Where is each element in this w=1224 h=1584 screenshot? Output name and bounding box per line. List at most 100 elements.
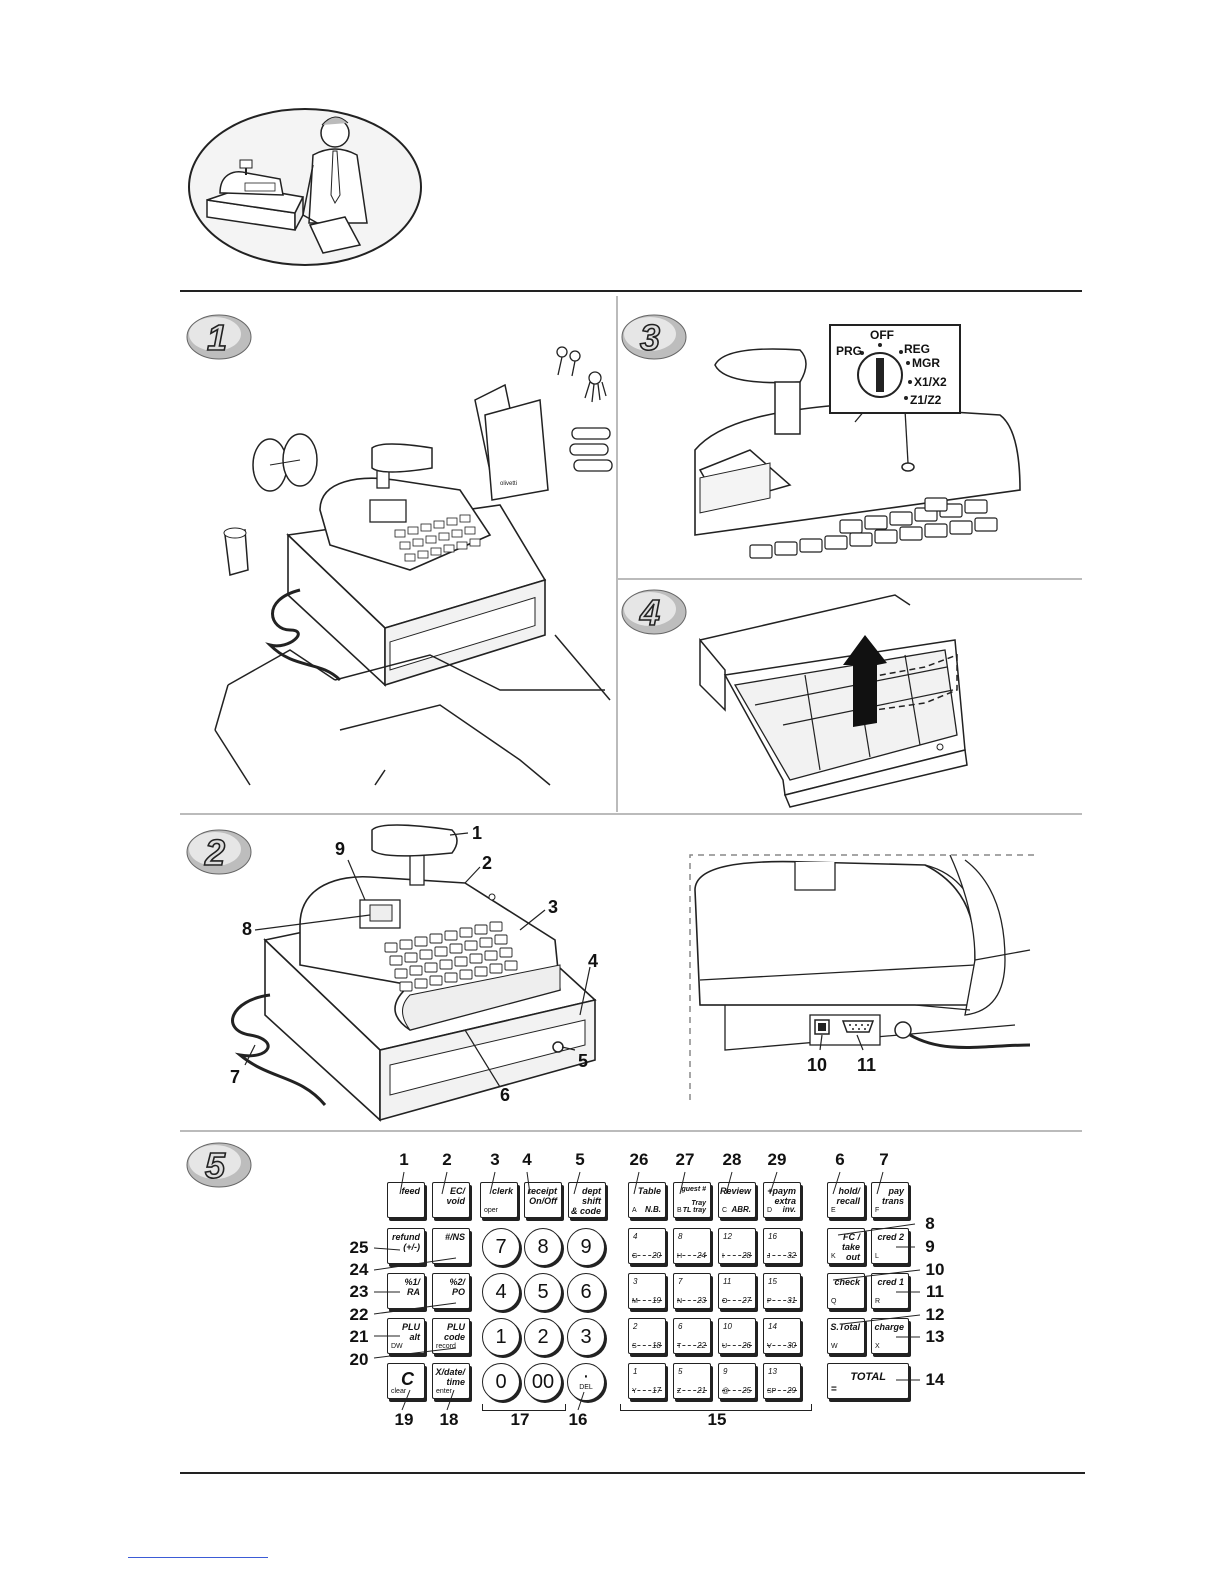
panel-divider-row3 <box>180 1130 1082 1132</box>
receipt-onoff-key[interactable]: receipt On/Off <box>524 1182 562 1218</box>
svg-text:9: 9 <box>335 839 345 859</box>
num-key-6[interactable]: 6 <box>567 1273 605 1311</box>
key-callout: 6 <box>835 1150 845 1169</box>
panel-divider-row2 <box>180 813 1082 815</box>
bottom-divider <box>180 1472 1085 1474</box>
keyboard-layout: 1 2 3 4 5 26 27 28 29 6 7 25 24 23 22 21… <box>330 1140 970 1440</box>
svg-text:PRG: PRG <box>836 344 862 358</box>
ec-void-key[interactable]: EC/ void <box>432 1182 470 1218</box>
dept-bracket <box>620 1404 812 1411</box>
key-callout: 27 <box>675 1150 695 1169</box>
ports-illustration: 10 11 <box>689 854 1035 1100</box>
key-callout: 2 <box>442 1150 452 1169</box>
key-callout: 20 <box>349 1350 369 1369</box>
step-badge-3: 3 <box>621 314 687 360</box>
key-callout: 10 <box>925 1260 945 1279</box>
key-callout: 8 <box>925 1214 935 1233</box>
feed-key[interactable]: feed <box>387 1182 425 1218</box>
percent2-po-key[interactable]: %2/ PO <box>432 1273 470 1309</box>
svg-text:Z1/Z2: Z1/Z2 <box>910 393 942 407</box>
num-key-5[interactable]: 5 <box>524 1273 562 1311</box>
del-label: DEL <box>579 1384 593 1391</box>
key-callout: 14 <box>925 1370 945 1389</box>
dept-key[interactable]: 9@25 <box>718 1363 756 1399</box>
percent1-ra-key[interactable]: %1/ RA <box>387 1273 425 1309</box>
num-key-0[interactable]: 0 <box>482 1363 520 1401</box>
step-badge-4: 4 <box>621 589 687 635</box>
key-callout: 4 <box>522 1150 532 1169</box>
key-callout: 26 <box>629 1150 649 1169</box>
svg-text:2: 2 <box>204 832 225 873</box>
num-key-1[interactable]: 1 <box>482 1318 520 1356</box>
key-callout: 23 <box>349 1282 369 1301</box>
num-key-4[interactable]: 4 <box>482 1273 520 1311</box>
svg-text:4: 4 <box>639 592 660 633</box>
mode-key-illustration: PRG OFF REG MGR X1/X2 Z1/Z2 <box>694 324 1021 559</box>
register-parts-illustration: 1 2 3 4 5 6 7 8 9 <box>230 823 598 1122</box>
panel-divider-3-4 <box>618 578 1082 580</box>
svg-text:4: 4 <box>588 951 598 971</box>
decimal-key[interactable]: ·DEL <box>567 1363 605 1401</box>
num-key-7[interactable]: 7 <box>482 1228 520 1266</box>
top-divider <box>180 290 1082 292</box>
no-sale-key[interactable]: #/NS <box>432 1228 470 1264</box>
key-callout: 21 <box>349 1327 369 1346</box>
key-callout: 15 <box>707 1410 727 1429</box>
total-key[interactable]: TOTAL= <box>827 1363 909 1399</box>
num-key-00[interactable]: 00 <box>524 1363 562 1401</box>
intro-illustration <box>188 108 422 266</box>
refund-key[interactable]: refund (+/-) <box>387 1228 425 1264</box>
svg-text:3: 3 <box>548 897 558 917</box>
svg-text:3: 3 <box>640 317 660 358</box>
key-callout: 19 <box>394 1410 414 1429</box>
num-key-8[interactable]: 8 <box>524 1228 562 1266</box>
num-key-2[interactable]: 2 <box>524 1318 562 1356</box>
svg-text:5: 5 <box>578 1051 588 1071</box>
key-callout: 17 <box>510 1410 530 1429</box>
key-callout: 13 <box>925 1327 945 1346</box>
key-callout: 25 <box>349 1238 369 1257</box>
svg-text:8: 8 <box>242 919 252 939</box>
svg-text:2: 2 <box>482 853 492 873</box>
num-key-9[interactable]: 9 <box>567 1228 605 1266</box>
step-badge-1: 1 <box>186 314 252 360</box>
num-key-3[interactable]: 3 <box>567 1318 605 1356</box>
dept-shift-key[interactable]: dept shift & code <box>568 1182 606 1218</box>
key-callout: 22 <box>349 1305 369 1324</box>
decimal-key-label: · <box>582 1365 590 1387</box>
svg-text:REG: REG <box>904 342 930 356</box>
key-callout: 12 <box>925 1305 945 1324</box>
svg-text:X1/X2: X1/X2 <box>914 375 947 389</box>
drawer-illustration <box>699 594 968 808</box>
